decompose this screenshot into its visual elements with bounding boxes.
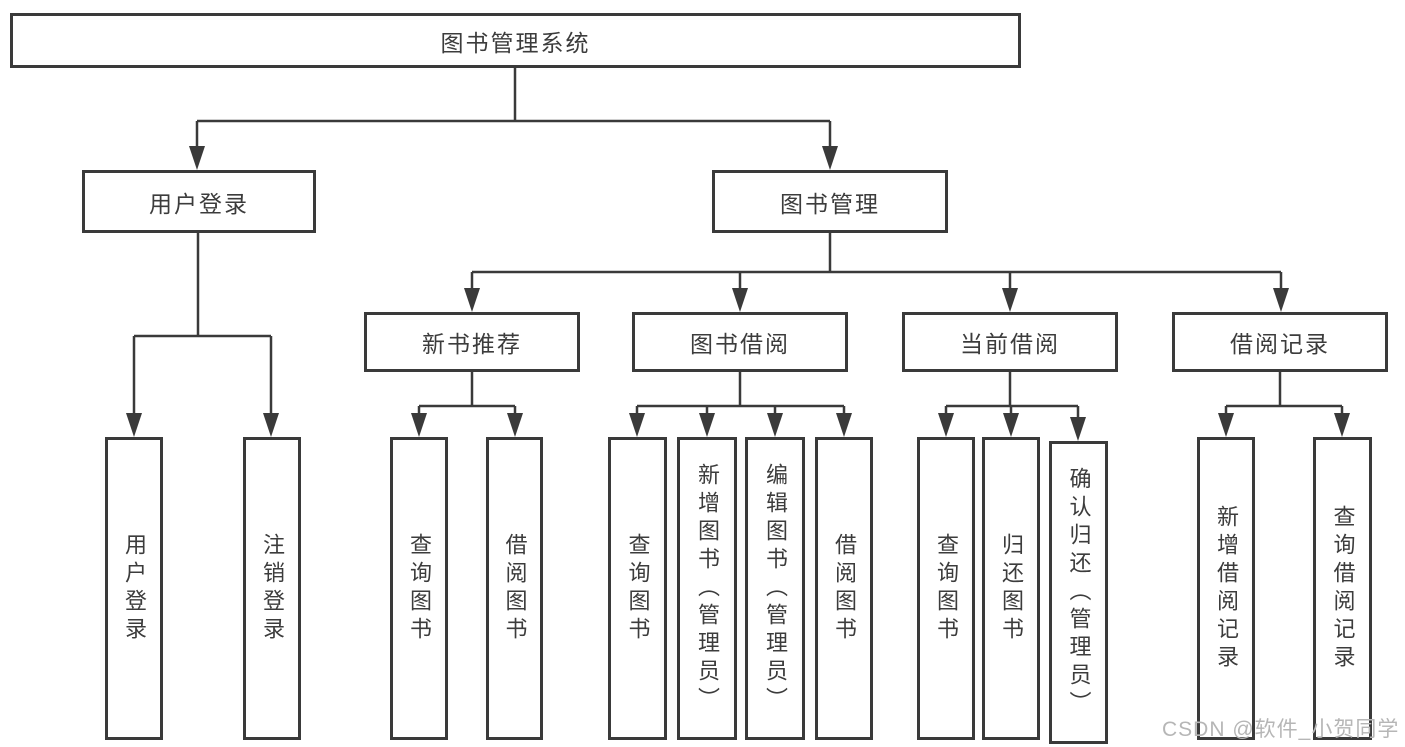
csdn-watermark: CSDN @软件_小贺同学 [1162, 718, 1400, 741]
arrowhead-icon [1273, 288, 1289, 312]
node-label: 归还图书 [999, 532, 1024, 645]
leaf-borrow-books-borrowing: 借阅图书 [815, 437, 873, 740]
arrowhead-icon [836, 413, 852, 437]
leaf-user-login: 用户登录 [105, 437, 163, 740]
arrowhead-icon [1002, 288, 1018, 312]
node-label: 借阅图书 [832, 532, 857, 645]
node-label: 图书借阅 [690, 331, 790, 357]
leaf-add-borrow-record: 新增借阅记录 [1197, 437, 1255, 740]
node-label: 用户登录 [122, 532, 147, 645]
leaf-borrow-books-recommend: 借阅图书 [486, 437, 543, 740]
arrowhead-icon [732, 288, 748, 312]
arrowheads [126, 146, 1350, 441]
leaf-query-books-borrowing: 查询图书 [608, 437, 667, 740]
leaf-add-book-admin: 新增图书（管理员） [677, 437, 737, 740]
leaf-query-borrow-record: 查询借阅记录 [1313, 437, 1372, 740]
node-book-management: 图书管理 [712, 170, 948, 233]
node-label: 图书管理 [780, 190, 880, 217]
node-label: 新增借阅记录 [1214, 504, 1239, 673]
node-label: 当前借阅 [960, 331, 1060, 357]
node-label: 查询图书 [625, 532, 651, 645]
leaf-edit-book-admin: 编辑图书（管理员） [745, 437, 805, 740]
node-label: 新书推荐 [422, 331, 522, 357]
connector-line [132, 68, 1344, 421]
node-label: 查询借阅记录 [1330, 504, 1356, 673]
leaf-query-books-current: 查询图书 [917, 437, 975, 740]
node-label: 借阅图书 [502, 532, 528, 645]
arrowhead-icon [507, 413, 523, 437]
leaf-return-books: 归还图书 [982, 437, 1040, 740]
node-label: 用户登录 [149, 190, 249, 217]
arrowhead-icon [1218, 413, 1234, 437]
node-label: 新增图书（管理员） [695, 462, 720, 715]
arrowhead-icon [822, 146, 838, 170]
arrowhead-icon [464, 288, 480, 312]
node-root-title: 图书管理系统 [10, 13, 1021, 68]
node-label: 图书管理系统 [440, 29, 591, 56]
arrowhead-icon [263, 413, 279, 437]
node-label: 查询图书 [934, 532, 959, 645]
arrowhead-icon [767, 413, 783, 437]
arrowhead-icon [938, 413, 954, 437]
arrowhead-icon [629, 413, 645, 437]
arrowhead-icon [126, 413, 142, 437]
arrowhead-icon [189, 146, 205, 170]
leaf-query-books-recommend: 查询图书 [390, 437, 448, 740]
arrowhead-icon [1003, 413, 1019, 437]
node-label: 确认归还（管理员） [1066, 466, 1092, 719]
leaf-logout: 注销登录 [243, 437, 301, 740]
node-new-book-recommend: 新书推荐 [364, 312, 580, 372]
arrowhead-icon [1070, 417, 1086, 441]
node-current-borrowing: 当前借阅 [902, 312, 1118, 372]
node-label: 注销登录 [260, 532, 285, 645]
arrowhead-icon [1334, 413, 1350, 437]
leaf-confirm-return-admin: 确认归还（管理员） [1049, 441, 1108, 744]
arrowhead-icon [411, 413, 427, 437]
node-label: 编辑图书（管理员） [763, 462, 788, 715]
arrowhead-icon [699, 413, 715, 437]
node-user-login: 用户登录 [82, 170, 316, 233]
node-book-borrowing: 图书借阅 [632, 312, 848, 372]
node-label: 查询图书 [407, 532, 432, 645]
node-label: 借阅记录 [1230, 331, 1330, 357]
node-borrowing-records: 借阅记录 [1172, 312, 1388, 372]
